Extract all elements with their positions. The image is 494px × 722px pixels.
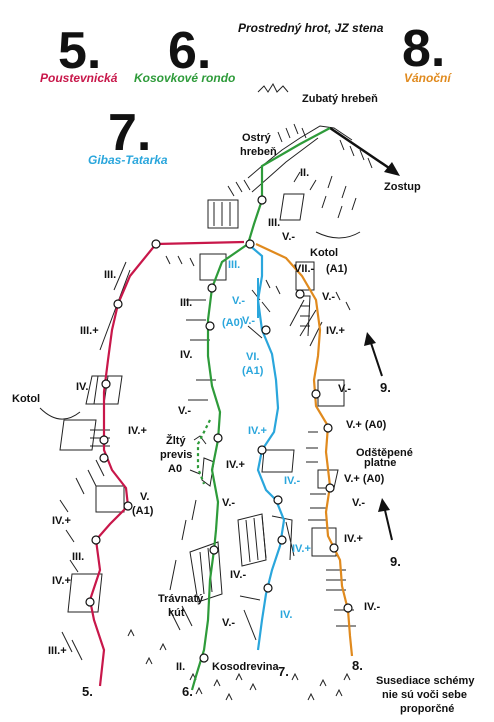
grade-r8-3: (A1) bbox=[326, 263, 348, 275]
grade-r6-10: II. bbox=[176, 661, 185, 673]
grade-r5-1: III. bbox=[104, 269, 116, 281]
label-zostup: Zostup bbox=[384, 181, 421, 193]
neighbour-9-upper: 9. bbox=[380, 380, 391, 395]
footnote-line-3: proporčné bbox=[400, 703, 454, 715]
route-5-number: 5. bbox=[58, 22, 101, 80]
grade-r7-8: IV.- bbox=[284, 475, 300, 487]
label-kotol-right: Kotol bbox=[310, 247, 338, 259]
grade-r6-3: III. bbox=[180, 297, 192, 309]
diagram-title: Prostredný hrot, JZ stena bbox=[238, 21, 384, 35]
grade-r7-4: V.- bbox=[242, 315, 255, 327]
grade-r6-4: IV. bbox=[180, 349, 192, 361]
descent-arrow bbox=[329, 126, 393, 172]
grade-r8-11: IV.- bbox=[364, 601, 380, 613]
label-kosodrevina: Kosodrevina bbox=[212, 661, 280, 673]
grade-r6-9: V.- bbox=[222, 617, 235, 629]
grade-r8-10: IV.+ bbox=[344, 533, 363, 545]
grade-r5-3: IV. bbox=[76, 381, 88, 393]
grade-r7-3: (A0) bbox=[222, 317, 244, 329]
label-odstepene: Odštěpené bbox=[356, 447, 413, 459]
route-7-name: Gibas-Tatarka bbox=[88, 153, 168, 167]
grade-r6-2: III. bbox=[268, 217, 280, 229]
grade-r5-7: IV.+ bbox=[52, 515, 71, 527]
grade-r7-10: IV. bbox=[280, 609, 292, 621]
route-5-name: Poustevnická bbox=[40, 71, 118, 85]
route-end-6: 6. bbox=[182, 684, 193, 699]
grade-r5-5: V. bbox=[140, 491, 149, 503]
neighbour-arrow-lower bbox=[383, 505, 393, 541]
route-end-5: 5. bbox=[82, 684, 93, 699]
neighbour-arrowhead-lower bbox=[378, 498, 390, 512]
grade-r6-1: II. bbox=[300, 167, 309, 179]
label-zlty: Žltý bbox=[166, 434, 186, 447]
route-end-7: 7. bbox=[278, 664, 289, 679]
grade-r8-4: V.- bbox=[322, 291, 335, 303]
grade-r7-1: III. bbox=[228, 259, 240, 271]
descent-arrowhead bbox=[384, 162, 400, 176]
label-a0: A0 bbox=[168, 463, 182, 475]
route-6-name: Kosovkové rondo bbox=[134, 71, 235, 85]
grade-r8-9: V.- bbox=[352, 497, 365, 509]
route-6-number: 6. bbox=[168, 22, 211, 80]
grade-r7-5: VI. bbox=[246, 351, 259, 363]
grade-r7-6: (A1) bbox=[242, 365, 264, 377]
grade-r5-10: III.+ bbox=[48, 645, 67, 657]
label-previs: previs bbox=[160, 449, 192, 461]
grade-r5-4: IV.+ bbox=[128, 425, 147, 437]
rock-sketch bbox=[39, 82, 373, 701]
route-5-line bbox=[88, 240, 245, 687]
grade-r8-1: V.- bbox=[282, 231, 295, 243]
grade-r6-7: V.- bbox=[222, 497, 235, 509]
grade-r8-6: V.- bbox=[338, 383, 351, 395]
route-8-name: Vánoční bbox=[404, 71, 452, 85]
grade-r8-8: V.+ (A0) bbox=[344, 473, 385, 485]
label-kut: kút bbox=[168, 607, 185, 619]
grade-r7-7: IV.+ bbox=[248, 425, 267, 437]
neighbour-arrowhead-upper bbox=[364, 332, 376, 346]
belay-stations bbox=[85, 195, 353, 663]
grade-r8-2: VII.- bbox=[294, 263, 315, 275]
grade-r7-2: V.- bbox=[232, 295, 245, 307]
grade-r5-6: (A1) bbox=[132, 505, 154, 517]
grade-r5-8: III. bbox=[72, 551, 84, 563]
grade-r5-2: III.+ bbox=[80, 325, 99, 337]
neighbour-arrow-upper bbox=[369, 339, 383, 377]
route-6-dotted bbox=[196, 419, 211, 485]
grade-r5-9: IV.+ bbox=[52, 575, 71, 587]
label-travnaty: Trávnatý bbox=[158, 593, 204, 605]
label-kotol-left: Kotol bbox=[12, 393, 40, 405]
grade-r6-8: IV.- bbox=[230, 569, 246, 581]
route-8-line bbox=[255, 243, 354, 657]
grade-r8-5: IV.+ bbox=[326, 325, 345, 337]
label-zubaty-hreben: Zubatý hrebeň bbox=[302, 93, 378, 105]
footnote-line-2: nie sú voči sebe bbox=[382, 689, 467, 701]
label-hreben: hrebeň bbox=[240, 146, 277, 158]
footnote-line-1: Susediace schémy bbox=[376, 675, 475, 687]
neighbour-9-lower: 9. bbox=[390, 554, 401, 569]
route-8-number: 8. bbox=[402, 20, 445, 78]
grade-r6-6: IV.+ bbox=[226, 459, 245, 471]
route-end-8: 8. bbox=[352, 658, 363, 673]
grade-r7-9: IV.+ bbox=[292, 543, 311, 555]
label-platne: platne bbox=[364, 457, 396, 469]
route-7-number: 7. bbox=[108, 104, 151, 162]
label-ostry: Ostrý bbox=[242, 132, 272, 144]
grade-r6-5: V.- bbox=[178, 405, 191, 417]
grade-r8-7: V.+ (A0) bbox=[346, 419, 387, 431]
